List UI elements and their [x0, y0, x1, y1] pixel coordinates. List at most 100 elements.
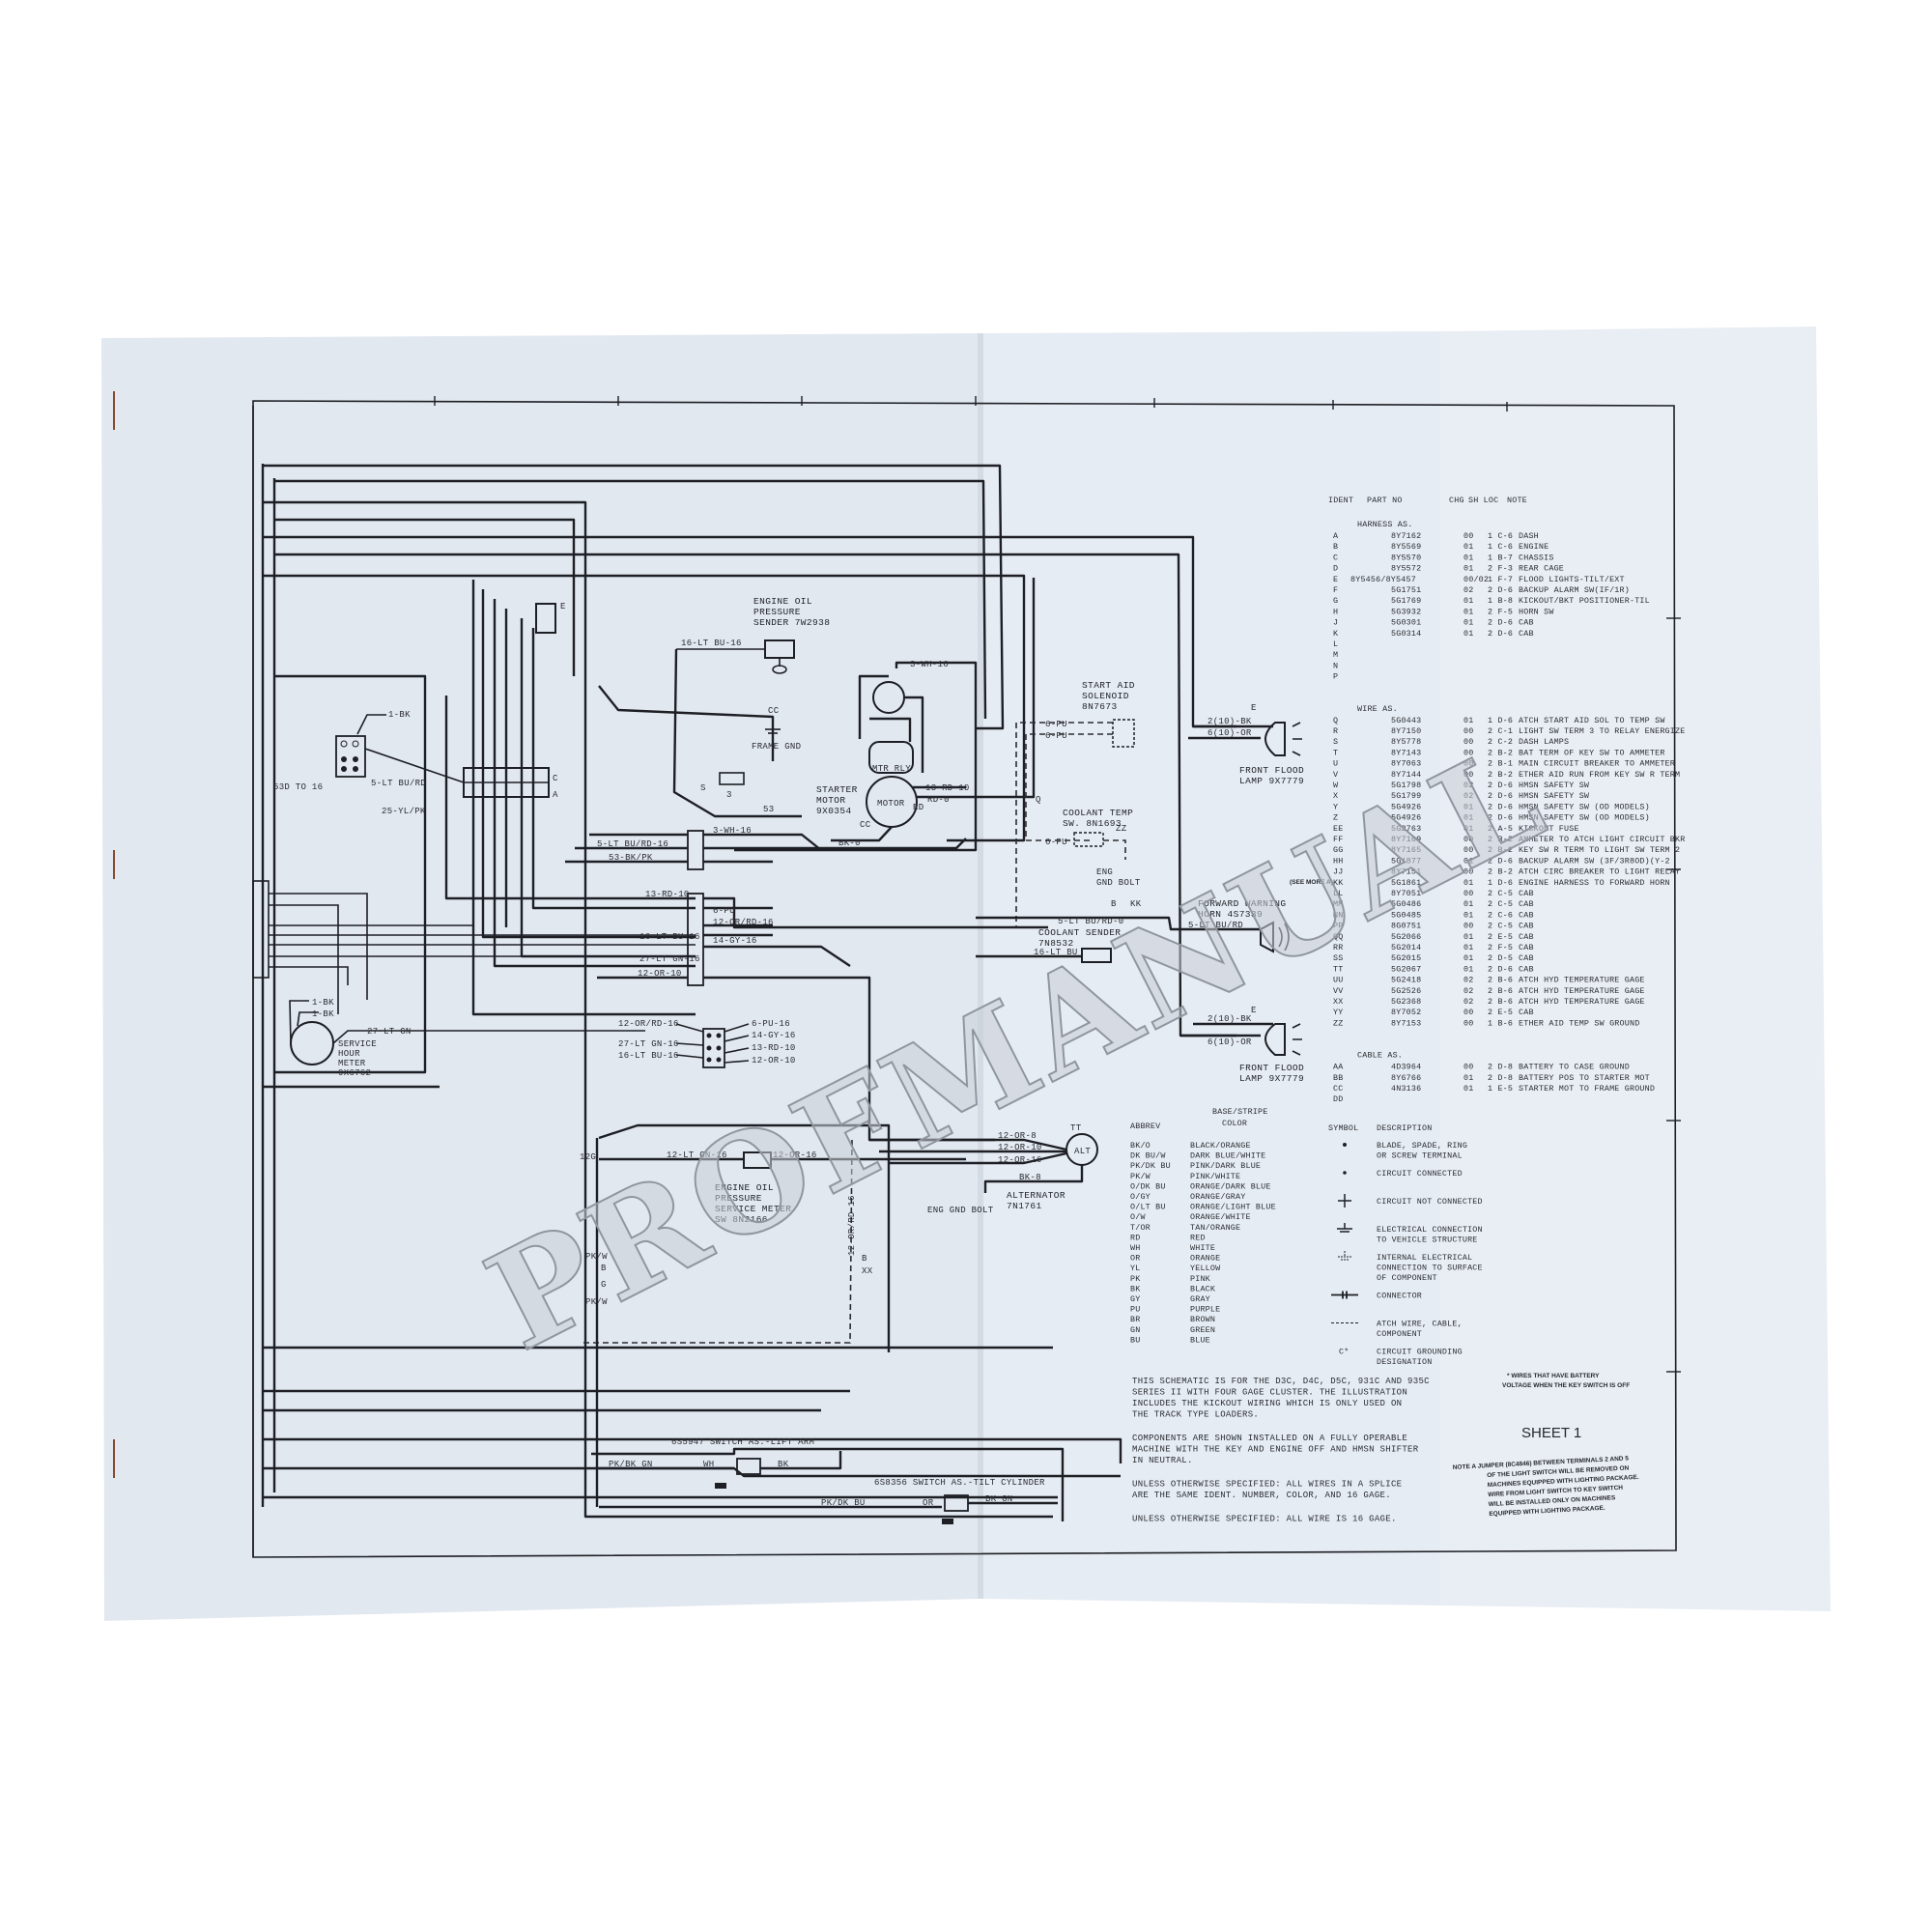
table-cell: G	[1333, 596, 1338, 606]
component-label: METER	[338, 1059, 366, 1068]
table-cell: 00	[1463, 1008, 1473, 1017]
terminal-label: RD	[913, 803, 923, 812]
paper-left-page	[101, 333, 980, 1621]
relay-terminal	[719, 772, 745, 785]
table-cell: ATCH WIRE, CABLE,	[1377, 1320, 1463, 1329]
service-hour-meter	[289, 1000, 645, 1065]
wire-label: 14-GY-16	[752, 1031, 796, 1040]
table-cell: 8Y5572	[1391, 564, 1421, 574]
component-label: FRAME GND	[752, 742, 801, 752]
table-header: COLOR	[1222, 1119, 1247, 1128]
table-cell: 01	[1463, 824, 1473, 834]
table-cell: 2 D-6	[1488, 856, 1513, 866]
table-cell: 2 B-2	[1488, 770, 1513, 780]
component-label: 8N7673	[1082, 701, 1118, 712]
table-cell: 2 E-5	[1488, 932, 1513, 942]
wire-label: 6(10)-OR	[1208, 1037, 1252, 1047]
table-cell: 5G2368	[1391, 997, 1421, 1007]
table-cell: ATCH HYD TEMPERATURE GAGE	[1519, 997, 1645, 1007]
table-cell: CIRCUIT GROUNDING	[1377, 1348, 1463, 1357]
table-cell: 8Y5570	[1391, 553, 1421, 562]
table-cell: P	[1333, 672, 1338, 682]
table-cell: PINK	[1190, 1274, 1211, 1284]
table-cell: 01	[1463, 964, 1473, 974]
symbol-glyph: C*	[1339, 1348, 1349, 1357]
table-cell: 00/02	[1463, 575, 1489, 584]
table-cell: BLADE, SPADE, RING	[1377, 1141, 1467, 1151]
table-cell: 01	[1463, 899, 1473, 909]
component-label: FRONT FLOOD	[1239, 765, 1304, 776]
table-cell: HMSN SAFETY SW (OD MODELS)	[1519, 802, 1650, 811]
table-cell: 8Y7165	[1391, 845, 1421, 855]
table-cell: 1 B-8	[1488, 596, 1513, 606]
table-cell: BR	[1130, 1315, 1140, 1324]
terminal-label: E	[1251, 703, 1257, 713]
table-cell: L	[1333, 639, 1338, 649]
table-cell: CIRCUIT NOT CONNECTED	[1377, 1197, 1483, 1207]
wire-label: 12-OR-16	[998, 1155, 1042, 1165]
table-cell: BATTERY POS TO STARTER MOT	[1519, 1073, 1650, 1083]
table-cell: CAB	[1519, 932, 1534, 942]
wire-label: 1-BK	[312, 998, 334, 1008]
table-cell: GREEN	[1190, 1325, 1215, 1335]
component-label: SOLENOID	[1082, 691, 1129, 701]
table-cell: 2 F-3	[1488, 564, 1513, 574]
wire-label: 6-PU	[1045, 838, 1067, 847]
table-cell: ORANGE/LIGHT BLUE	[1190, 1203, 1276, 1212]
table-cell: PK/DK BU	[1130, 1161, 1171, 1171]
table-cell: HORN SW	[1519, 607, 1554, 616]
table-cell: KICKOUT FUSE	[1519, 824, 1579, 834]
coolant-temp-switch	[1073, 832, 1104, 847]
wire-label: 16-LT BU-16	[618, 1051, 679, 1061]
drawing-frame	[252, 396, 1681, 1558]
schematic-notes: THIS SCHEMATIC IS FOR THE D3C, D4C, D5C,…	[1132, 1377, 1430, 1524]
table-cell: 8Y5456/8Y5457	[1350, 575, 1416, 584]
table-cell: AA	[1333, 1063, 1344, 1072]
table-cell: 8Y7162	[1391, 531, 1421, 541]
table-cell: 2 F-5	[1488, 943, 1513, 952]
table-cell: ORANGE	[1190, 1254, 1220, 1264]
table-cell: LL	[1333, 889, 1343, 898]
table-cell: A	[1333, 531, 1339, 541]
table-cell: 2 B-2	[1488, 845, 1513, 855]
table-cell: 8Y7143	[1391, 748, 1421, 757]
table-cell: 2 D-5	[1488, 953, 1513, 963]
table-cell: M	[1333, 650, 1338, 660]
component-label: 6S5947 SWITCH AS.-LIFT ARM	[671, 1437, 814, 1447]
wire-label: 12-OR-8	[998, 1131, 1037, 1141]
ground-icon	[1337, 1223, 1352, 1233]
table-cell: 02	[1463, 791, 1473, 801]
wire-label: 5-LT BU/RD-16	[597, 839, 668, 849]
wire-label: 12-OR-16	[773, 1151, 817, 1160]
wire-label: BK-0	[838, 838, 861, 848]
table-cell: 5G2763	[1391, 824, 1421, 834]
table-cell: 5G1877	[1391, 856, 1421, 866]
wire-label: BK	[778, 1460, 789, 1469]
table-cell: ETHER AID RUN FROM KEY SW R TERM	[1519, 770, 1680, 780]
note-line: THIS SCHEMATIC IS FOR THE D3C, D4C, D5C,…	[1132, 1377, 1430, 1386]
terminal-label: CC	[860, 820, 871, 830]
table-cell: DASH LAMPS	[1519, 737, 1569, 747]
component-label: GND BOLT	[1096, 878, 1141, 888]
table-cell: CHASSIS	[1519, 553, 1554, 562]
table-cell: CAB	[1519, 922, 1534, 931]
table-cell: GG	[1333, 845, 1343, 855]
table-cell: E	[1333, 575, 1338, 584]
table-cell: PINK/DARK BLUE	[1190, 1161, 1261, 1171]
table-cell: HMSN SAFETY SW	[1519, 791, 1590, 801]
component-label: LAMP 9X7779	[1239, 1073, 1304, 1084]
table-cell: BLACK	[1190, 1284, 1216, 1293]
front-flood-lamp-2	[1180, 1022, 1302, 1056]
table-cell: 00	[1463, 1063, 1473, 1072]
table-cell: WH	[1130, 1243, 1140, 1253]
table-cell: O/DK BU	[1130, 1181, 1166, 1191]
table-cell: 8Y7051	[1391, 889, 1421, 898]
table-cell: 8G0751	[1391, 922, 1421, 931]
component-label: FRONT FLOOD	[1239, 1063, 1304, 1073]
table-cell: 2 D-6	[1488, 802, 1513, 811]
component-label: 9X6762	[338, 1068, 371, 1078]
wire-label: 27-LT GN-16	[639, 954, 700, 964]
table-cell: 2 D-6	[1488, 791, 1513, 801]
table-cell: C	[1333, 553, 1338, 562]
table-cell: 2 B-1	[1488, 759, 1513, 769]
